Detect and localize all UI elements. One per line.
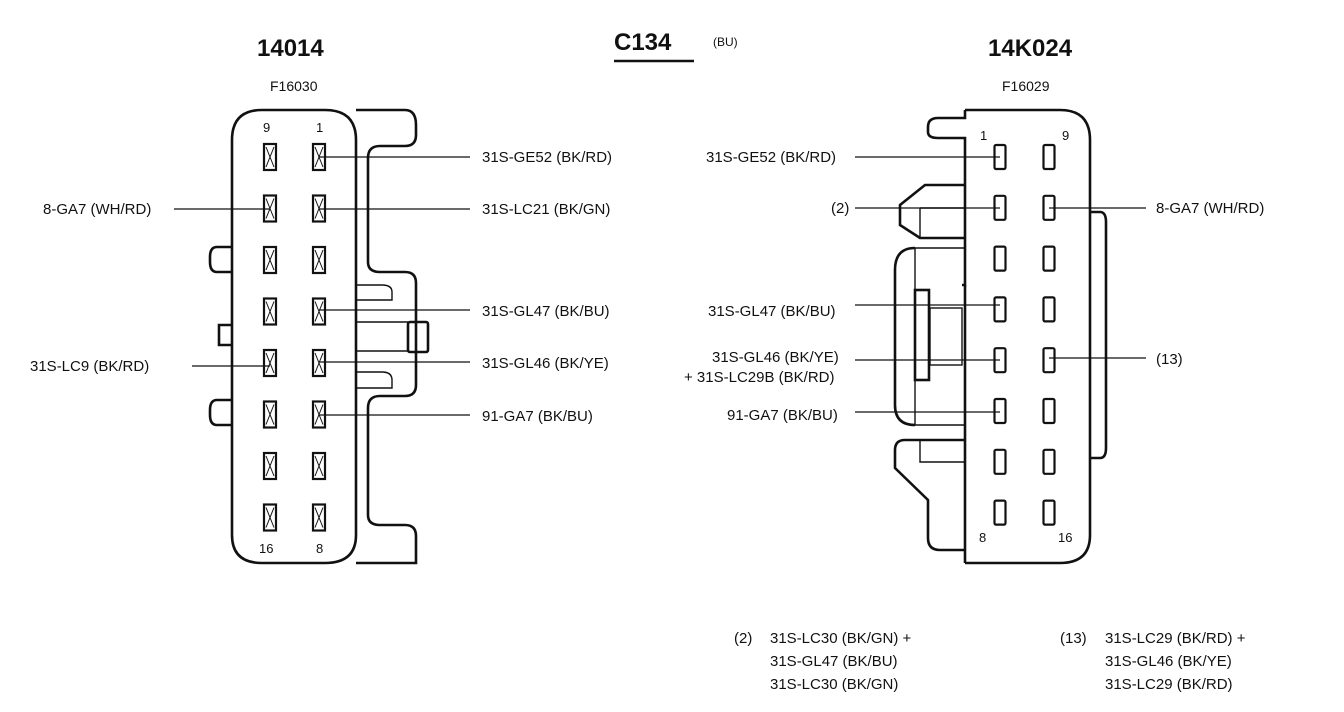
right-pin-cavity xyxy=(993,499,1007,526)
right-pin-label-9: 9 xyxy=(1062,128,1069,143)
right-pin-cavity xyxy=(1042,448,1056,475)
right-pin-label-1: 1 xyxy=(980,128,987,143)
footnote-2-ref: (2) xyxy=(734,630,752,647)
footnote-13-ref: (13) xyxy=(1060,630,1087,647)
right-pin-cavity xyxy=(1042,143,1056,171)
right-label-pin5-line2: + 31S-LC29B (BK/RD) xyxy=(684,369,834,386)
left-pin-label-1: 1 xyxy=(316,120,323,135)
right-pin-cavity xyxy=(993,245,1007,272)
footnote-2: (2) 31S-LC30 (BK/GN) + 31S-GL47 (BK/BU) … xyxy=(734,630,912,693)
footnote-13: (13) 31S-LC29 (BK/RD) + 31S-GL46 (BK/YE)… xyxy=(1060,630,1246,693)
right-part-number: 14K024 xyxy=(988,35,1073,62)
right-f-number: F16029 xyxy=(1002,78,1050,94)
left-label-pin10: 8-GA7 (WH/RD) xyxy=(43,201,151,218)
right-label-pin4: 31S-GL47 (BK/BU) xyxy=(708,303,836,320)
left-label-pin4: 31S-GL47 (BK/BU) xyxy=(482,303,610,320)
left-pin-cavity xyxy=(311,245,327,275)
footnote-13-line3: 31S-LC29 (BK/RD) xyxy=(1105,676,1233,693)
footnote-13-line2: 31S-GL46 (BK/YE) xyxy=(1105,653,1232,670)
right-pin-cavity xyxy=(1042,397,1056,425)
right-pin-cavity xyxy=(1042,499,1056,526)
left-pin-cavities xyxy=(262,142,327,532)
left-part-number: 14014 xyxy=(257,35,324,62)
left-pin-label-16: 16 xyxy=(259,541,273,556)
right-label-pin2: (2) xyxy=(831,200,849,217)
left-pin-label-8: 8 xyxy=(316,541,323,556)
connector-color-code: (BU) xyxy=(713,35,738,49)
right-pin-label-16: 16 xyxy=(1058,530,1072,545)
left-pin-cavity xyxy=(262,297,278,326)
left-pin-cavity xyxy=(262,348,278,378)
footnote-2-line1: 31S-LC30 (BK/GN) + xyxy=(770,630,912,647)
left-label-pin2: 31S-LC21 (BK/GN) xyxy=(482,201,610,218)
right-connector-body xyxy=(893,108,1108,565)
left-label-pin1: 31S-GE52 (BK/RD) xyxy=(482,149,612,166)
left-f-number: F16030 xyxy=(270,78,318,94)
right-pin-cavities xyxy=(993,143,1056,526)
left-label-pin5: 31S-GL46 (BK/YE) xyxy=(482,355,609,372)
right-label-pin10: 8-GA7 (WH/RD) xyxy=(1156,200,1264,217)
left-pin-cavity xyxy=(311,297,327,326)
right-pin-cavity xyxy=(1042,347,1056,374)
footnote-2-line3: 31S-LC30 (BK/GN) xyxy=(770,676,898,693)
left-pin-cavity xyxy=(262,400,278,429)
footnote-2-line2: 31S-GL47 (BK/BU) xyxy=(770,653,898,670)
footnote-13-line1: 31S-LC29 (BK/RD) + xyxy=(1105,630,1246,647)
left-pin-cavity xyxy=(311,503,327,532)
right-label-pin1: 31S-GE52 (BK/RD) xyxy=(706,149,836,166)
right-pin-label-8: 8 xyxy=(979,530,986,545)
left-pin-cavity xyxy=(262,503,278,532)
left-pin-cavity xyxy=(262,142,278,172)
right-pin-cavity xyxy=(993,448,1007,475)
right-label-pin6: 91-GA7 (BK/BU) xyxy=(727,407,838,424)
right-label-pin5-line1: 31S-GL46 (BK/YE) xyxy=(712,349,839,366)
left-label-pin13: 31S-LC9 (BK/RD) xyxy=(30,358,149,375)
left-label-pin6: 91-GA7 (BK/BU) xyxy=(482,408,593,425)
left-connector-body xyxy=(208,108,430,565)
right-pin-cavity xyxy=(993,296,1007,323)
right-label-pin13: (13) xyxy=(1156,351,1183,368)
left-pin-cavity xyxy=(262,245,278,275)
connector-id: C134 xyxy=(614,29,672,56)
right-pin-cavity xyxy=(993,397,1007,425)
left-pin-cavity xyxy=(311,451,327,481)
left-pin-label-9: 9 xyxy=(263,120,270,135)
right-pin-cavity xyxy=(1042,296,1056,323)
left-pin-cavity xyxy=(311,348,327,378)
right-pin-cavity xyxy=(1042,245,1056,272)
left-pin-cavity xyxy=(262,451,278,481)
